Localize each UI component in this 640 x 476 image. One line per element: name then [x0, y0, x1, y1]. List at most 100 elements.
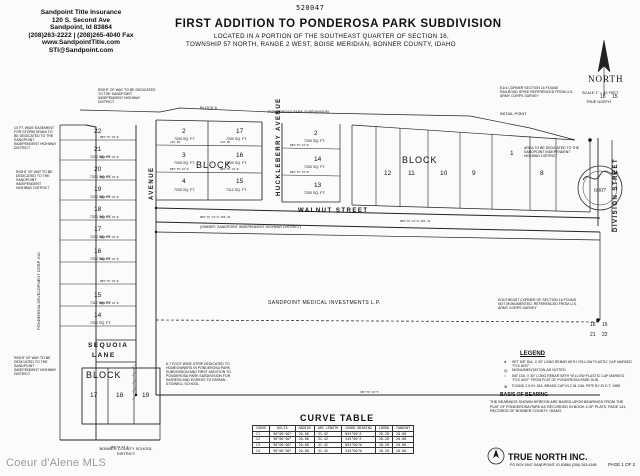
lot-area: 7200 SQ. FT. — [90, 215, 112, 219]
block-6-label: BLOCK 6 — [200, 105, 217, 110]
lot-area: 7200 SQ. FT. — [304, 139, 326, 143]
lot-area: 7200 SQ. FT. — [174, 188, 196, 192]
lot-number: 20 — [94, 166, 102, 173]
lot-area: 7112 SQ. FT. — [90, 301, 111, 305]
lot-area: 7200 SQ. FT. — [304, 165, 326, 169]
lot-number: 18 — [116, 392, 124, 399]
legend-monument-icon: ◎ — [504, 369, 508, 373]
section-number: 22 — [602, 332, 608, 338]
corner-note: E1/4 CORNER SECTION 16 FOUND RAILROAD SP… — [500, 86, 574, 99]
svg-text:N89°35'16"W: N89°35'16"W — [100, 135, 119, 139]
svg-text:N89°35'16"W: N89°35'16"W — [100, 195, 119, 199]
lot-area: 7200 SQ. FT. — [90, 257, 112, 261]
svg-text:N89°35'16"W 485.44: N89°35'16"W 485.44 — [400, 219, 431, 223]
lot-number: 18 — [94, 206, 102, 213]
table-cell: 90°00'00" — [269, 436, 296, 443]
area-note: AREA TO BE DEDICATED TO THE SANDPOINT IN… — [524, 146, 580, 159]
north-label: NORTH — [588, 74, 624, 84]
avenue-label: AVENUE — [149, 166, 155, 200]
plat-title: FIRST ADDITION TO PONDEROSA PARK SUBDIVI… — [175, 18, 502, 30]
development-corp-label: PONDEROSA DEVELOPMENT CORP. INC. — [36, 251, 41, 330]
ponderosa-park-label: PONDEROSA PARK SUBDIVISION — [268, 110, 329, 114]
division-street-label: DIVISION STREET — [613, 157, 619, 232]
title-company-block: Sandpoint Title Insurance 120 S. Second … — [6, 9, 156, 55]
svg-text:N89°35'16"W: N89°35'16"W — [290, 143, 309, 147]
svg-text:N89°35'16"W: N89°35'16"W — [100, 279, 119, 283]
table-cell: 28.28 — [374, 447, 394, 454]
section-number: 15 — [602, 322, 608, 328]
lot-area: 7200 SQ. FT. — [174, 161, 196, 165]
lot-number: 15 — [94, 292, 102, 299]
company-website[interactable]: www.SandpointTitle.com — [41, 39, 121, 47]
plat-subtitle-2: TOWNSHIP 57 NORTH, RANGE 2 WEST, BOISE M… — [186, 41, 456, 48]
sequoia-label: SEQUOIA — [88, 342, 129, 349]
svg-text:N89°35'16"W: N89°35'16"W — [170, 167, 189, 171]
column-header: CHORD BEARING — [341, 425, 376, 432]
company-email[interactable]: STI@Sandpoint.com — [48, 46, 114, 54]
svg-text:N89°35'16"W: N89°35'16"W — [220, 167, 239, 171]
table-cell: 20.00 — [294, 447, 315, 454]
west-lots-line — [85, 124, 97, 440]
scale-label: SCALE 1" = 40 FEET — [582, 91, 619, 95]
legend-item: SET 5/8" DIA. X 30" LONG REBAR WITH YELL… — [512, 360, 632, 369]
legend-bullet-icon: ● — [504, 360, 507, 364]
lot-number: 16 — [94, 248, 102, 255]
lot-number: 13 — [314, 182, 322, 189]
former-district-label: (OWNER: SANDPOINT INDEPENDENT HIGHWAY DI… — [200, 225, 302, 229]
surveyor-logo-icon — [487, 447, 505, 465]
curve-table-title: CURVE TABLE — [300, 413, 375, 423]
lot-number: 1 — [510, 150, 514, 157]
svg-text:6007: 6007 — [594, 188, 606, 194]
medical-investments-label: SANDPOINT MEDICAL INVESTMENTS L.P. — [268, 300, 381, 306]
plat-subtitle-1: LOCATED IN A PORTION OF THE SOUTHEAST QU… — [214, 33, 450, 40]
lot-number: 12 — [384, 170, 392, 177]
table-cell: S45°00'W — [341, 447, 376, 454]
legend-circle-icon: ○ — [504, 374, 507, 378]
walnut-street-label: WALNUT STREET — [298, 208, 369, 214]
corner-note: SOUTHEAST CORNER OF SECTION 16 FOUND NOT… — [498, 298, 577, 311]
lot-number: 11 — [408, 170, 415, 177]
lot-number: 17 — [90, 392, 98, 399]
block-label: BLOCK — [402, 155, 438, 165]
lot-number: 9 — [472, 170, 476, 177]
lot-number: 14 — [314, 156, 322, 163]
strip-hatch — [131, 363, 137, 401]
lot-area: 7112 SQ. FT. — [226, 188, 247, 192]
company-phone: (208)263-2222 | (208)265-4040 Fax — [28, 31, 134, 39]
table-row: C4 90°00'00" 20.00 31.42 S45°00'W 28.28 … — [251, 447, 415, 454]
row-note: RIGHT OF WAY TO BE DEDICATED TO THE SAND… — [98, 88, 156, 105]
svg-text:S89°35'16"E: S89°35'16"E — [360, 390, 379, 394]
lot-number: 2 — [314, 130, 318, 137]
easement-note: 10 FT. WIDE EASEMENT FOR STORM DRAIN TO … — [14, 126, 57, 151]
row-note: RIGHT OF WAY TO BE DEDICATED TO THE SAND… — [16, 170, 53, 191]
surveyor-seal-icon: 6007 — [577, 165, 623, 211]
huckleberry-avenue-label: HUCKLEBERRY AVENUE — [276, 97, 282, 196]
lot-number: 15 — [236, 178, 244, 185]
lot-area: 7200 SQ. FT. — [90, 235, 112, 239]
legend-title: LEGEND — [520, 351, 546, 357]
svg-text:S89°35'16"E: S89°35'16"E — [110, 445, 129, 449]
mls-watermark: Coeur d'Alene MLS — [6, 457, 107, 469]
block-label: BLOCK — [196, 160, 232, 170]
block-label: BLOCK — [86, 370, 122, 380]
section-number: 15 — [612, 94, 618, 100]
lot-number: 14 — [94, 312, 102, 319]
lot-number: 22 — [94, 128, 102, 135]
legend-item: 5/8" DIA. X 30" LONG REBAR WITH YELLOW P… — [512, 374, 625, 383]
table-cell: 90°00'00" — [269, 430, 296, 438]
lot-number: 2 — [182, 128, 186, 135]
legend-item: FOUND 2.5 IN. DIA. BRASS CAP IN 2 IN. DI… — [512, 384, 621, 388]
lot-number: 17 — [236, 128, 244, 135]
section-number: 16 — [590, 322, 596, 328]
curve-table: CURVE DELTA RADIUS ARC LENGTH CHORD BEAR… — [251, 425, 415, 454]
table-cell: 90°00'00" — [269, 447, 296, 454]
svg-text:120.00: 120.00 — [170, 140, 180, 144]
north-arrow-icon — [597, 39, 611, 96]
lot-area: 7200 SQ. FT. — [90, 321, 112, 325]
column-header: ARC LENGTH — [313, 425, 343, 432]
table-cell: 90°00'00" — [269, 441, 296, 449]
row-note: RIGHT OF WAY TO BE DEDICATED TO THE SAND… — [14, 356, 57, 377]
svg-text:120.00: 120.00 — [220, 140, 230, 144]
lot-number: 4 — [182, 178, 186, 185]
